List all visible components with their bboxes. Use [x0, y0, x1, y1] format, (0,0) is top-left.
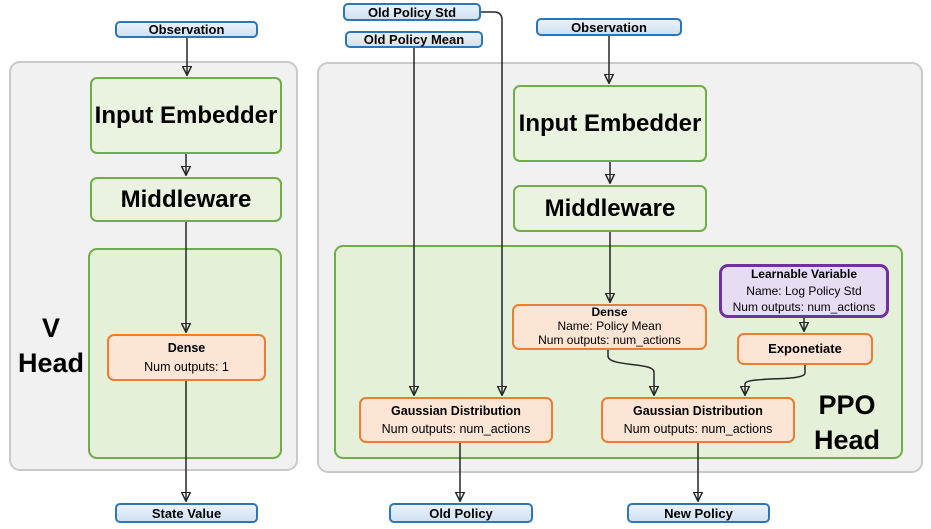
v-observation-node: Observation: [115, 21, 258, 38]
gaussian-new-outputs: Num outputs: num_actions: [623, 422, 773, 436]
old-policy-mean-node: Old Policy Mean: [345, 31, 483, 48]
learnable-variable-outputs: Num outputs: num_actions: [732, 300, 876, 315]
ppo-head-label-line1: PPO: [818, 390, 876, 420]
v-head-label-line2: Head: [17, 347, 85, 378]
ppo-dense-title: Dense: [591, 305, 628, 320]
v-input-embedder-node: Input Embedder: [90, 77, 282, 154]
ppo-head-label: PPO Head: [804, 388, 890, 457]
exponetiate-node: Exponetiate: [737, 333, 873, 365]
ppo-observation-node: Observation: [536, 18, 682, 36]
old-policy-std-node: Old Policy Std: [343, 3, 481, 21]
old-policy-node: Old Policy: [389, 503, 533, 523]
ppo-input-embedder-node: Input Embedder: [513, 85, 707, 162]
v-dense-node: Dense Num outputs: 1: [107, 334, 266, 381]
gaussian-old-title: Gaussian Distribution: [391, 403, 521, 418]
v-dense-title: Dense: [167, 341, 206, 356]
v-head-label-line1: V: [41, 313, 60, 343]
learnable-variable-node: Learnable Variable Name: Log Policy Std …: [719, 264, 889, 318]
learnable-variable-name: Name: Log Policy Std: [746, 283, 862, 298]
gaussian-new-title: Gaussian Distribution: [633, 403, 763, 418]
v-middleware-node: Middleware: [90, 177, 282, 222]
v-dense-outputs: Num outputs: 1: [144, 359, 229, 374]
ppo-dense-node: Dense Name: Policy Mean Num outputs: num…: [512, 304, 707, 350]
learnable-variable-title: Learnable Variable: [750, 266, 858, 281]
ppo-dense-name: Name: Policy Mean: [557, 319, 662, 334]
ppo-dense-outputs: Num outputs: num_actions: [538, 332, 681, 347]
new-policy-node: New Policy: [627, 503, 770, 523]
ppo-head-label-line2: Head: [813, 424, 881, 455]
gaussian-old-outputs: Num outputs: num_actions: [381, 422, 531, 436]
gaussian-distribution-new-node: Gaussian Distribution Num outputs: num_a…: [601, 397, 795, 443]
state-value-node: State Value: [115, 503, 258, 523]
ppo-middleware-node: Middleware: [513, 185, 707, 232]
gaussian-distribution-old-node: Gaussian Distribution Num outputs: num_a…: [359, 397, 553, 443]
v-head-label: V Head: [12, 311, 90, 380]
